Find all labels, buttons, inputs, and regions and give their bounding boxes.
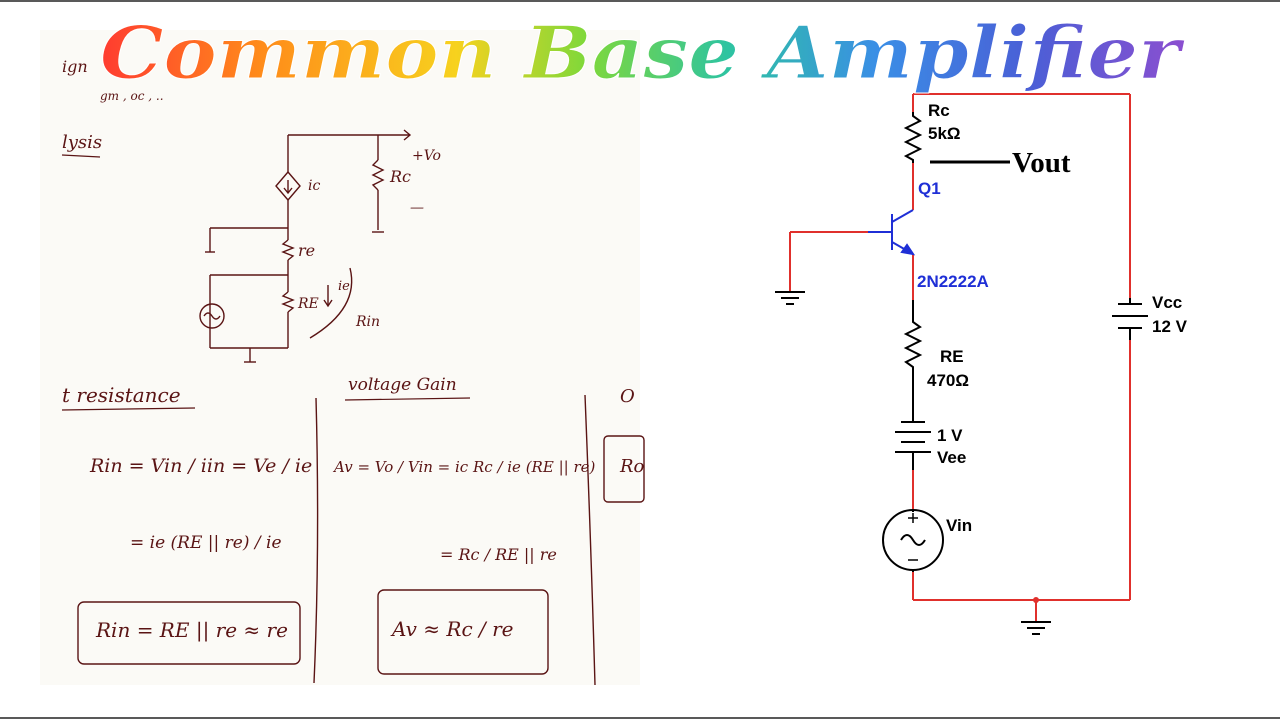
- rc-resistor: [903, 112, 923, 163]
- ground-bottom-icon: [1021, 621, 1051, 635]
- re-name-label: RE: [940, 347, 964, 366]
- notes-paper: [40, 30, 640, 685]
- vee-value-label: 1 V: [937, 426, 963, 445]
- note-corner-top: ign: [62, 57, 88, 76]
- eq-rin-1: Rin = Vin / iin = Ve / ie: [89, 455, 312, 477]
- eq-rin-2: = ie (RE || re) / ie: [130, 533, 282, 553]
- note-corner-sub: gm , oc , ..: [100, 89, 164, 103]
- note-analysis: lysis: [62, 132, 102, 153]
- q1-name-label: Q1: [918, 179, 941, 198]
- vin-name-label: Vin: [946, 516, 972, 535]
- ground-left-icon: [775, 291, 805, 305]
- vcc-name-label: Vcc: [1152, 293, 1182, 312]
- rin-result-box: [77, 601, 301, 665]
- eq-ro: Ro: [619, 456, 645, 477]
- eq-av-result: Av ≈ Rc / re: [390, 617, 514, 641]
- rc-value-label: 5kΩ: [928, 124, 961, 143]
- vcc-battery: [1112, 298, 1148, 340]
- hand-RE-label: RE: [297, 296, 319, 312]
- hand-rc-label: Rc: [389, 167, 411, 186]
- vcc-value-label: 12 V: [1152, 317, 1188, 336]
- hand-ic-label: ic: [308, 178, 320, 194]
- ro-box: [603, 435, 645, 503]
- vin-source: [882, 509, 944, 572]
- re-resistor: [903, 300, 923, 410]
- heading-output: O: [620, 386, 635, 407]
- heading-voltage-gain: voltage Gain: [348, 375, 457, 395]
- eq-av-1: Av = Vo / Vin = ic Rc / ie (RE || re): [332, 458, 595, 476]
- eq-rin-result: Rin = RE || re ≈ re: [95, 618, 288, 643]
- handwritten-notes: ign gm , oc , .. lysis: [40, 30, 645, 686]
- junction-dot: [1033, 597, 1039, 603]
- eq-av-2: = Rc / RE || re: [440, 545, 557, 564]
- vout-label: Vout: [1012, 147, 1071, 179]
- re-value-label: 470Ω: [927, 371, 969, 390]
- heading-input-resistance: t resistance: [62, 383, 181, 407]
- hand-re-small-label: re: [298, 241, 315, 260]
- schematic: Rc 5kΩ Vout Q1 2N2222A RE 470Ω 1 V Vee V…: [775, 93, 1188, 635]
- hand-vo-label: +Vo: [412, 148, 441, 164]
- vee-battery: [895, 410, 931, 470]
- hand-rin-label: Rin: [355, 314, 380, 330]
- hand-minus: —: [410, 200, 424, 216]
- vee-name-label: Vee: [937, 448, 966, 467]
- q1-part-label: 2N2222A: [917, 272, 989, 291]
- av-result-box: [377, 589, 549, 675]
- wires: [789, 93, 1131, 622]
- transistor-q1: [868, 209, 916, 256]
- hand-circuit: [199, 129, 412, 363]
- rc-name-label: Rc: [928, 101, 950, 120]
- hand-ie-label: ie: [338, 279, 350, 294]
